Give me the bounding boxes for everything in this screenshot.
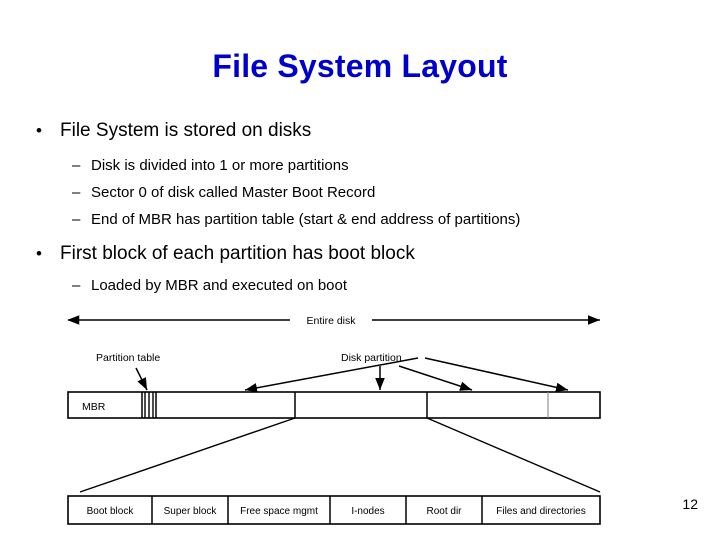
disk-partition-leader-arrows — [244, 357, 569, 393]
bullet-text: Sector 0 of disk called Master Boot Reco… — [91, 184, 376, 201]
bullet-marker: – — [72, 277, 81, 294]
partition-table-label: Partition table — [96, 352, 160, 364]
bullet-item-2: • First block of each partition has boot … — [36, 243, 415, 265]
bullet-text: Loaded by MBR and executed on boot — [91, 277, 348, 294]
partition-detail-bar-outline — [67, 495, 601, 525]
partition-detail-bar: Boot block Super block Free space mgmt I… — [67, 495, 601, 525]
detail-cell-root-dir-label: Root dir — [426, 506, 462, 517]
partition-table-lines — [144, 392, 154, 418]
bullet-item-1-sub-2: –Sector 0 of disk called Master Boot Rec… — [72, 184, 375, 201]
bullet-text: File System is stored on disks — [60, 120, 312, 141]
bullet-item-1-sub-1: –Disk is divided into 1 or more partitio… — [72, 157, 349, 174]
bullet-marker: – — [72, 184, 81, 201]
partition-table-leader-arrow — [135, 367, 148, 391]
detail-cell-super-block-label: Super block — [164, 506, 218, 517]
bullet-marker: • — [36, 244, 42, 263]
bullet-item-2-sub-1: –Loaded by MBR and executed on boot — [72, 277, 347, 294]
entire-disk-label: Entire disk — [306, 315, 356, 327]
bullet-item-1: • File System is stored on disks — [36, 120, 311, 142]
bullet-text: Disk is divided into 1 or more partition… — [91, 157, 349, 174]
detail-cell-i-nodes-label: I-nodes — [351, 506, 384, 517]
detail-cell-free-space-mgmt-label: Free space mgmt — [240, 506, 318, 517]
detail-cell-files-and-directories-label: Files and directories — [496, 506, 585, 517]
partition-expansion-lines — [79, 417, 601, 493]
bullet-item-1-sub-3: –End of MBR has partition table (start &… — [72, 211, 520, 228]
page-title: File System Layout — [212, 48, 508, 84]
bullet-text: First block of each partition has boot b… — [60, 243, 415, 264]
page-number: 12 — [682, 496, 698, 512]
disk-bar-cell-mbr-label: MBR — [82, 401, 106, 413]
bullet-marker: – — [72, 211, 81, 228]
bullet-marker: • — [36, 121, 42, 140]
bullet-text: End of MBR has partition table (start & … — [91, 211, 521, 228]
detail-cell-boot-block-label: Boot block — [87, 506, 135, 517]
bullet-marker: – — [72, 157, 81, 174]
disk-bar-outline — [67, 391, 601, 419]
disk-partition-label: Disk partition — [341, 352, 402, 364]
file-system-layout-diagram: Entire disk Partition table Disk partiti… — [0, 300, 720, 540]
disk-bar: MBR — [67, 391, 601, 419]
